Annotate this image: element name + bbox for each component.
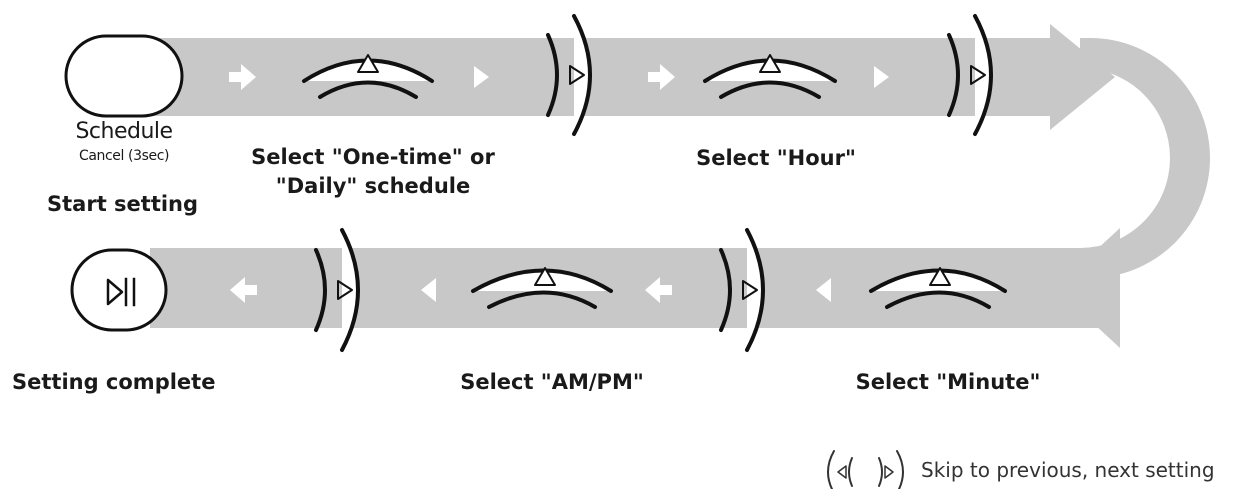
next-button-4[interactable] — [314, 228, 360, 352]
select-ampm-label: Select "AM/PM" — [460, 370, 644, 394]
flow-arrow-icons — [229, 64, 889, 303]
select-type-label-line2: "Daily" schedule — [275, 174, 471, 198]
play-pause-icon — [106, 277, 136, 307]
next-button-3[interactable] — [719, 228, 765, 352]
up-dial-button-hour[interactable] — [703, 54, 837, 99]
setting-complete-label: Setting complete — [12, 370, 216, 394]
schedule-button[interactable] — [64, 34, 184, 118]
schedule-button-label: Schedule — [75, 119, 173, 144]
flow-band — [150, 24, 1210, 348]
next-button-2[interactable] — [947, 14, 993, 136]
select-type-label-line1: Select "One-time" or — [251, 145, 495, 169]
next-button-1[interactable] — [546, 14, 592, 136]
cancel-hint-label: Cancel (3sec) — [78, 148, 170, 164]
play-pause-button[interactable] — [70, 248, 168, 332]
up-dial-button-minute[interactable] — [869, 267, 1007, 309]
start-setting-caption: Start setting — [47, 192, 199, 216]
up-dial-button-ampm[interactable] — [471, 267, 613, 309]
up-dial-button-type[interactable] — [302, 54, 434, 99]
select-hour-label: Select "Hour" — [696, 146, 856, 170]
skip-legend-text: Skip to previous, next setting — [921, 458, 1215, 482]
select-minute-label: Select "Minute" — [855, 370, 1041, 394]
skip-legend-icon — [827, 450, 904, 489]
